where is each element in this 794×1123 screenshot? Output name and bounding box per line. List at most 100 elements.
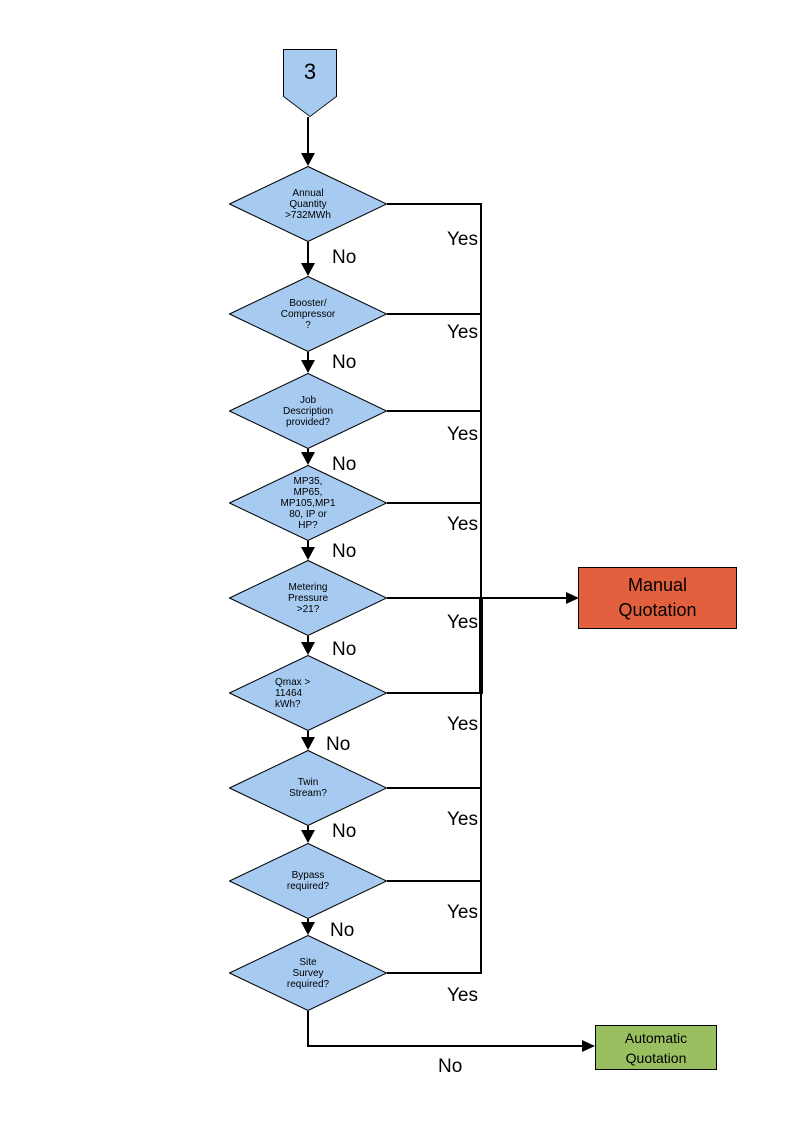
automatic-quotation-arrowhead-icon — [582, 1040, 595, 1052]
automatic-quotation-box: Automatic Quotation — [595, 1025, 717, 1070]
decision-bypass: Bypass required? — [229, 843, 387, 919]
yes-collector-thick-segment — [479, 597, 483, 694]
no-label: No — [332, 454, 357, 475]
decision-text-line: Annual — [292, 187, 324, 199]
yes-label: Yes — [447, 229, 478, 250]
decision-text-line: >21? — [296, 603, 320, 615]
diamond-shape — [229, 655, 387, 731]
entry-arrowhead-icon — [301, 153, 315, 166]
manual-quotation-text-line: Manual — [627, 575, 688, 595]
decision-twin-stream: Twin Stream? — [229, 750, 387, 826]
decision-text: Booster/ Compressor ? — [229, 276, 387, 352]
yes-label: Yes — [447, 809, 478, 830]
decision-text-line: HP? — [298, 519, 318, 531]
no-label: No — [330, 920, 355, 941]
no-branch-line — [307, 242, 309, 263]
no-label: No — [332, 247, 357, 268]
decision-metering-pressure: Metering Pressure >21? — [229, 560, 387, 636]
decision-text-line: kWh? — [275, 698, 301, 710]
diamond-shape — [229, 843, 387, 919]
decision-text-line: required? — [286, 881, 330, 892]
yes-branch-line — [387, 692, 482, 694]
decision-text: Metering Pressure >21? — [229, 560, 387, 636]
no-branch-line — [307, 541, 309, 547]
no-arrowhead-icon — [301, 547, 315, 560]
manual-quotation-arrow-line — [387, 597, 566, 599]
decision-text-line: Twin — [297, 777, 319, 788]
yes-label: Yes — [447, 612, 478, 633]
yes-branch-line — [387, 880, 482, 882]
yes-label: Yes — [447, 424, 478, 445]
decision-job-description: Job Description provided? — [229, 373, 387, 449]
no-label: No — [438, 1056, 463, 1077]
decision-text-line: ? — [305, 319, 311, 331]
decision-text-line: MP65, — [293, 486, 323, 498]
yes-label: Yes — [447, 902, 478, 923]
diamond-shape — [229, 373, 387, 449]
decision-text-line: 11464 — [275, 687, 303, 699]
decision-site-survey: Site Survey required? — [229, 935, 387, 1011]
decision-annual-quantity: Annual Quantity >732MWh — [229, 166, 387, 242]
decision-text-line: Quantity — [289, 198, 327, 210]
no-label: No — [332, 541, 357, 562]
decision-text-line: Description — [282, 405, 334, 417]
yes-label: Yes — [447, 714, 478, 735]
entry-arrow-line — [307, 117, 309, 153]
no-arrowhead-icon — [301, 830, 315, 843]
no-branch-line — [307, 731, 309, 737]
no-branch-line — [307, 826, 309, 830]
yes-branch-line — [387, 313, 482, 315]
no-arrowhead-icon — [301, 263, 315, 276]
yes-label: Yes — [447, 322, 478, 343]
decision-text-line: Pressure — [287, 592, 328, 604]
decision-text-line: 80, IP or — [289, 508, 327, 520]
diamond-shape — [229, 166, 387, 242]
decision-text-line: Bypass — [291, 870, 325, 881]
decision-text-line: >732MWh — [285, 209, 331, 221]
decision-qmax: Qmax > 11464 kWh? — [229, 655, 387, 731]
decision-text-line: MP35, — [293, 475, 323, 487]
decision-text: Site Survey required? — [229, 935, 387, 1011]
no-arrowhead-icon — [301, 452, 315, 465]
no-branch-line — [307, 919, 309, 922]
no-label: No — [332, 821, 357, 842]
decision-text-line: Qmax > — [275, 676, 311, 688]
no-arrowhead-icon — [301, 642, 315, 655]
manual-quotation-arrowhead-icon — [566, 592, 579, 604]
decision-booster-compressor: Booster/ Compressor ? — [229, 276, 387, 352]
decision-text-line: provided? — [286, 416, 330, 428]
yes-branch-line — [387, 502, 482, 504]
decision-text-line: Stream? — [289, 788, 327, 799]
automatic-quotation-text-line: Automatic — [624, 1029, 688, 1046]
yes-branch-line — [387, 410, 482, 412]
decision-text: Qmax > 11464 kWh? — [229, 655, 387, 731]
decision-text: Bypass required? — [229, 843, 387, 919]
yes-collector-line — [480, 203, 482, 974]
decision-text-line: MP105,MP1 — [280, 497, 336, 509]
decision-text-line: Booster/ — [289, 297, 327, 309]
yes-branch-line — [387, 203, 482, 205]
manual-quotation-text-line: Quotation — [618, 600, 697, 620]
decision-text: Annual Quantity >732MWh — [229, 166, 387, 242]
manual-quotation-box: Manual Quotation — [578, 567, 737, 629]
no-arrowhead-icon — [301, 737, 315, 750]
no-label: No — [332, 639, 357, 660]
yes-branch-line — [387, 787, 482, 789]
diamond-shape — [229, 465, 387, 541]
decision-text-line: Job — [299, 394, 317, 406]
decision-text-line: Survey — [292, 967, 324, 979]
diamond-shape — [229, 935, 387, 1011]
no-branch-line — [307, 449, 309, 452]
decision-text: Job Description provided? — [229, 373, 387, 449]
decision-text-line: Metering — [288, 581, 328, 593]
decision-text: Twin Stream? — [229, 750, 387, 826]
diamond-shape — [229, 560, 387, 636]
yes-label: Yes — [447, 514, 478, 535]
offpage-connector-label: 3 — [303, 59, 317, 84]
automatic-quotation-text-line: Quotation — [625, 1049, 687, 1066]
decision-text-line: Site — [299, 956, 317, 968]
no-arrowhead-icon — [301, 922, 315, 935]
no-label: No — [332, 352, 357, 373]
no-branch-line — [307, 1011, 309, 1047]
